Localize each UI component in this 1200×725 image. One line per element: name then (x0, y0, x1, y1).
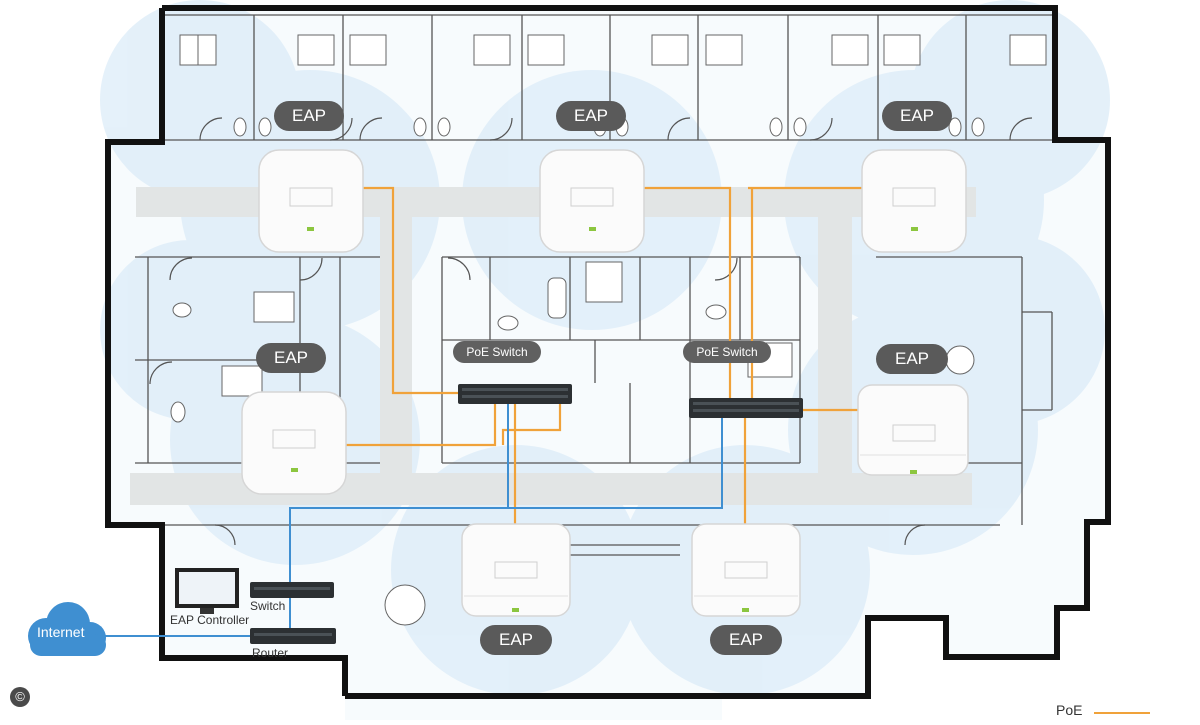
internet-cloud (28, 602, 106, 656)
controller-label: EAP Controller (170, 613, 250, 627)
poe-switch-label: PoE Switch (683, 341, 771, 363)
ap-label: EAP (876, 344, 948, 374)
furniture (170, 34, 1047, 626)
legend-poe-label: PoE (1056, 702, 1083, 718)
switch-label: Switch (250, 599, 286, 613)
poe-switch-left (458, 384, 572, 404)
access-point-mid-right (857, 384, 969, 476)
core-switch (250, 582, 334, 598)
poe-cables (344, 186, 870, 525)
legend-poe-line (1094, 712, 1150, 714)
ap-label: EAP (274, 101, 344, 131)
ap-label: EAP (556, 101, 626, 131)
access-points (241, 149, 969, 617)
access-point-top-left (258, 149, 364, 253)
internet-label: Internet (37, 624, 85, 640)
controller-monitor (175, 568, 239, 614)
ap-label: EAP (256, 343, 326, 373)
access-point-mid-left (241, 391, 347, 495)
access-point-bottom-right (691, 523, 801, 617)
poe-switch-label: PoE Switch (453, 341, 541, 363)
router-label: Router (252, 646, 289, 660)
router-device (250, 628, 336, 644)
copyright-icon: © (10, 687, 30, 707)
access-point-top-center (539, 149, 645, 253)
door-arcs (149, 117, 1033, 546)
poe-switch-right (689, 398, 803, 418)
outer-wall (105, 5, 1111, 699)
ap-label: EAP (710, 625, 782, 655)
ap-label: EAP (480, 625, 552, 655)
ap-label: EAP (882, 101, 952, 131)
access-point-bottom-center (461, 523, 571, 617)
access-point-top-right (861, 149, 967, 253)
